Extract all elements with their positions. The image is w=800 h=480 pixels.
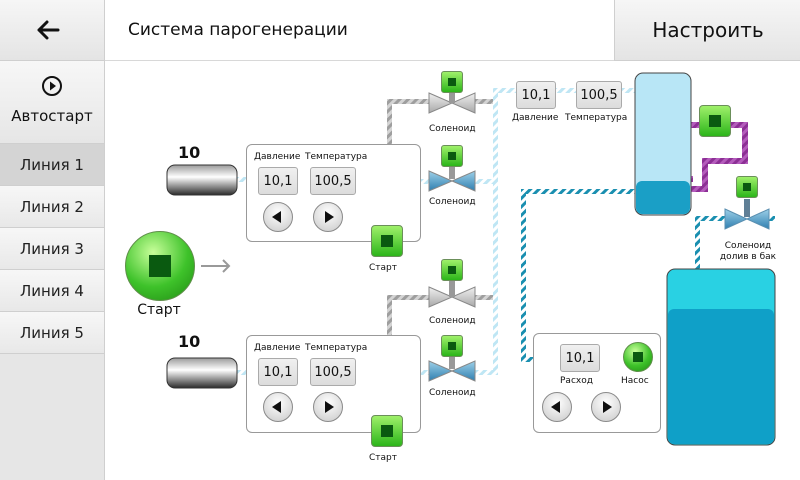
solenoid-label: Соленоид <box>429 124 476 134</box>
pump-label: Насос <box>621 376 649 386</box>
solenoid-button[interactable] <box>441 259 463 281</box>
valve-icon <box>724 199 770 230</box>
solenoid-button[interactable] <box>441 335 463 357</box>
solenoid-label: Соленоид <box>429 316 476 326</box>
boiler-temperature-value: 100,5 <box>576 81 622 109</box>
pump-indicator-icon <box>633 352 643 362</box>
unit-start-label: Старт <box>369 263 397 273</box>
pump-button[interactable] <box>623 342 653 372</box>
sidebar-item-line-5[interactable]: Линия 5 <box>0 312 104 354</box>
back-arrow-icon <box>37 20 60 40</box>
valve-icon <box>428 279 476 308</box>
flow-value: 10,1 <box>560 344 600 372</box>
tank-solenoid-button[interactable] <box>736 176 758 198</box>
pressure-value: 10,1 <box>258 167 298 195</box>
temperature-label: Температура <box>305 152 368 162</box>
unit-start-label: Старт <box>369 453 397 463</box>
valve-icon <box>428 89 476 114</box>
main-start-button[interactable] <box>125 231 195 301</box>
sidebar-item-line-3[interactable]: Линия 3 <box>0 228 104 270</box>
configure-button[interactable]: Настроить <box>614 0 800 61</box>
cylinder-value: 10 <box>178 143 201 162</box>
pressure-label: Давление <box>254 343 301 353</box>
main-start-label: Старт <box>137 302 181 318</box>
increase-button[interactable] <box>313 202 343 232</box>
boiler-pressure-value: 10,1 <box>516 81 556 109</box>
flow-increase-button[interactable] <box>591 392 621 422</box>
decrease-button[interactable] <box>263 202 293 232</box>
tank-solenoid-label: Соленоид долив в бак <box>719 241 777 262</box>
autostart-button[interactable]: Автостарт <box>0 61 104 144</box>
autostart-label: Автостарт <box>11 107 93 125</box>
back-button[interactable] <box>0 0 105 61</box>
header: Система парогенерации Настроить <box>0 0 800 61</box>
valve-icon <box>428 351 476 382</box>
pipes-layer <box>166 72 776 446</box>
process-diagram: Старт 10 Давление Температура 10,1 100,5… <box>105 61 800 480</box>
page-title: Система парогенерации <box>128 20 348 40</box>
play-circle-icon <box>42 76 62 96</box>
unit-start-button[interactable] <box>371 225 403 257</box>
temperature-value: 100,5 <box>310 358 356 386</box>
decrease-button[interactable] <box>263 392 293 422</box>
solenoid-button[interactable] <box>441 71 463 93</box>
sidebar-item-line-2[interactable]: Линия 2 <box>0 186 104 228</box>
temperature-value: 100,5 <box>310 167 356 195</box>
solenoid-button[interactable] <box>441 145 463 167</box>
solenoid-label: Соленоид <box>429 388 476 398</box>
flow-label: Расход <box>560 376 593 386</box>
unit-start-button[interactable] <box>371 415 403 447</box>
temperature-label: Температура <box>305 343 368 353</box>
solenoid-label: Соленоид <box>429 197 476 207</box>
valve-icon <box>428 161 476 192</box>
pressure-label: Давление <box>254 152 301 162</box>
pressure-value: 10,1 <box>258 358 298 386</box>
sidebar-item-line-1[interactable]: Линия 1 <box>0 144 104 186</box>
sidebar-item-line-4[interactable]: Линия 4 <box>0 270 104 312</box>
boiler-temperature-label: Температура <box>565 113 628 123</box>
boiler-pressure-label: Давление <box>512 113 559 123</box>
flow-decrease-button[interactable] <box>542 392 572 422</box>
increase-button[interactable] <box>313 392 343 422</box>
cylinder-value: 10 <box>178 332 201 351</box>
sidebar: Автостарт Линия 1 Линия 2 Линия 3 Линия … <box>0 61 105 480</box>
heater-button[interactable] <box>699 105 731 137</box>
